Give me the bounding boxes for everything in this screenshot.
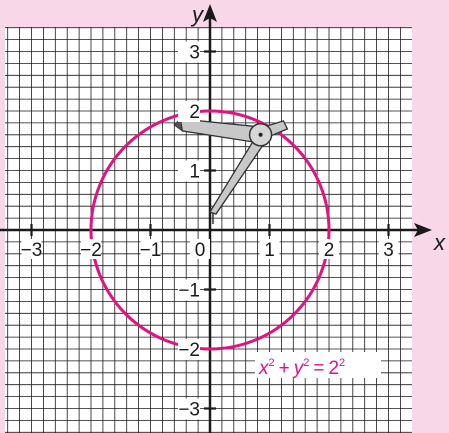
- eq-equals: =: [313, 358, 324, 379]
- y-axis-label: y: [190, 2, 205, 27]
- eq-plus: +: [279, 358, 290, 379]
- x-tick-label-bg: [21, 239, 42, 259]
- circle-equation: x2+y2=22: [255, 352, 381, 379]
- x-tick-label: 3: [383, 240, 394, 261]
- y-tick-label: −3: [178, 400, 200, 421]
- x-tick-label: −1: [140, 240, 162, 261]
- y-tick-label: 3: [189, 43, 200, 64]
- x-tick-label: 2: [324, 240, 335, 261]
- x-tick-label-bg: [378, 239, 399, 259]
- y-tick-label-bg: [178, 339, 200, 360]
- x-tick-label-bg: [81, 239, 101, 259]
- y-tick-label-bg: [178, 398, 200, 420]
- y-tick-label: −1: [178, 281, 200, 302]
- eq-rhs-base: 2: [328, 358, 339, 379]
- equation-text: x2+y2=22: [258, 357, 345, 379]
- tick-labels: −3 −2 −1 0 1 2 3 3 2 1 −1 −2 −3: [21, 41, 399, 421]
- y-tick-label-bg: [178, 101, 200, 122]
- compass-hinge-pin: [258, 132, 263, 137]
- y-axis-arrow-icon: [203, 4, 217, 22]
- y-tick-label: 1: [189, 162, 200, 183]
- y-tick-label-bg: [178, 41, 200, 63]
- eq-y-exp: 2: [303, 357, 309, 369]
- eq-x: x: [258, 358, 270, 379]
- x-axis-arrow-icon: [414, 223, 432, 237]
- axes: [0, 4, 432, 433]
- x-tick-label-bg: [140, 239, 161, 259]
- compass-icon: [173, 117, 289, 225]
- x-tick-label-bg: [319, 239, 339, 259]
- x-tick-label: 0: [195, 240, 206, 261]
- x-tick-label: −3: [21, 240, 43, 261]
- x-tick-label: −2: [80, 240, 102, 261]
- y-tick-label-bg: [178, 279, 200, 301]
- y-tick-label-bg: [178, 160, 200, 182]
- y-tick-label: −2: [178, 340, 200, 361]
- x-tick-label: 1: [264, 240, 275, 261]
- circle-radius-2: [89, 109, 331, 351]
- y-tick-label: 2: [189, 102, 200, 123]
- equation-background: [255, 352, 381, 378]
- x-tick-label-bg: [190, 239, 210, 259]
- eq-y: y: [292, 358, 305, 379]
- x-axis-label: x: [433, 230, 446, 255]
- eq-x-exp: 2: [269, 357, 275, 369]
- x-tick-label-bg: [259, 239, 280, 259]
- eq-rhs-exp: 2: [339, 357, 345, 369]
